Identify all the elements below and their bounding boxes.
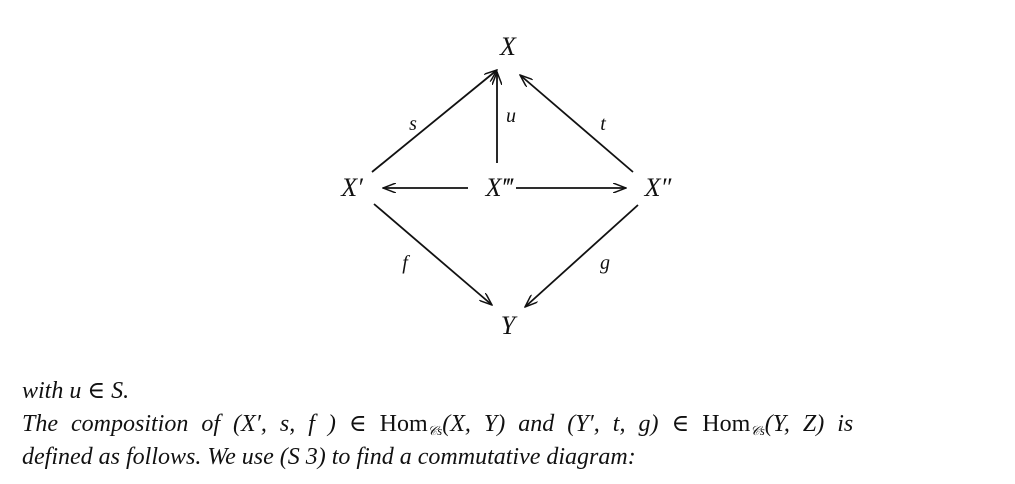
hom-1: Hom [379, 411, 428, 437]
text-line-1: with u ∈ S. [22, 378, 130, 404]
label-g: g [600, 252, 610, 274]
line2-part2: (X, Y) and (Y′, t, g) ∈ [442, 411, 703, 437]
line2-part3: (Y, Z) is [764, 411, 854, 437]
arrow-t [520, 75, 634, 173]
text-line-2: The composition of (X′, s, f ) ∈ Hom𝒞s(X… [22, 410, 1002, 445]
arrow-s [371, 70, 497, 173]
text-line-3: defined as follows. We use (S 3) to find… [22, 444, 636, 470]
node-y: Y [500, 311, 516, 340]
label-u: u [506, 105, 516, 127]
node-x-double-prime: X″ [644, 173, 672, 202]
hom-2: Hom [702, 411, 751, 437]
node-x-triple-prime: X‴ [485, 173, 513, 202]
hom-1-subscript: 𝒞s [427, 423, 443, 438]
label-t: t [600, 113, 606, 135]
diagram-arrows [371, 0, 639, 360]
commutative-diagram: X X′ X‴ X″ Y s u t f g [341, 0, 672, 360]
label-s: s [409, 113, 417, 135]
node-x: X [500, 32, 516, 61]
hom-2-subscript: 𝒞s [750, 423, 765, 438]
label-f: f [402, 252, 408, 274]
arrow-f [373, 203, 492, 305]
arrow-g [525, 204, 639, 307]
node-x-prime: X′ [341, 173, 363, 202]
line2-part1: The composition of (X′, s, f ) ∈ [22, 411, 380, 437]
